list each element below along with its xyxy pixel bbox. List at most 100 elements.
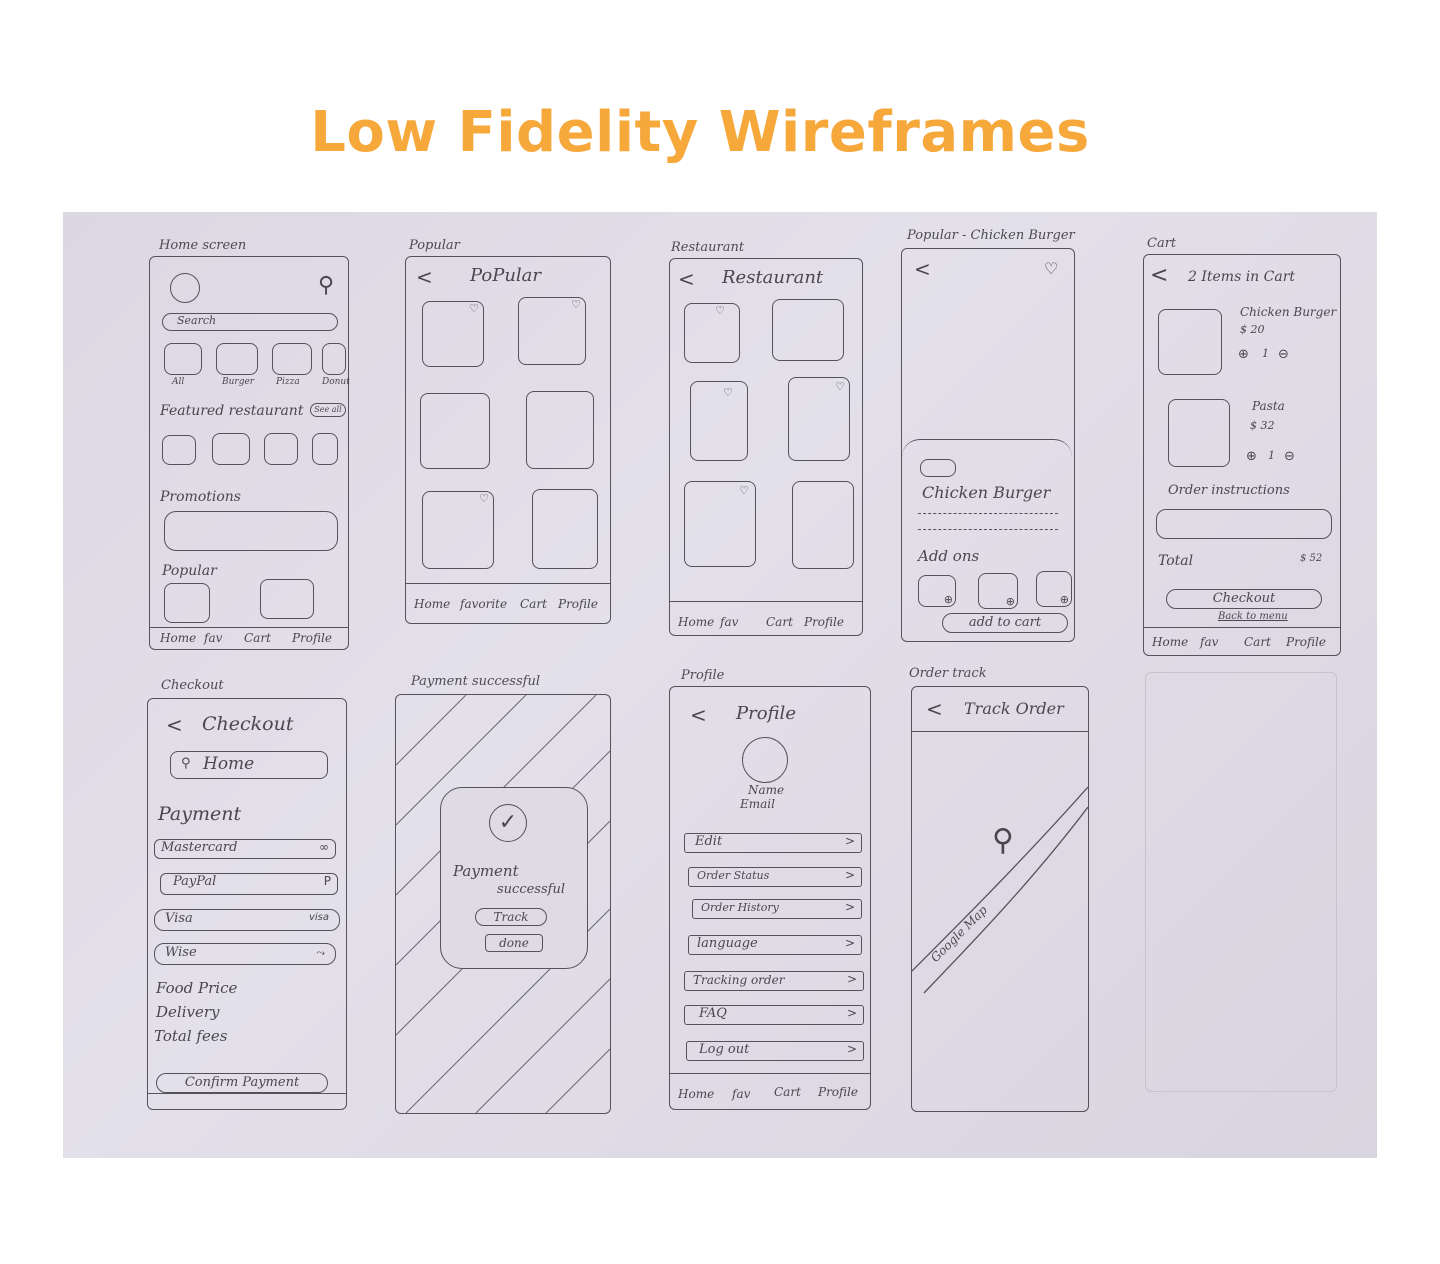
label-order-track: Order track bbox=[909, 666, 987, 681]
nav-cart[interactable]: Cart bbox=[1244, 635, 1271, 649]
addon-card[interactable]: ⊕ bbox=[978, 573, 1018, 609]
popular-card[interactable] bbox=[260, 579, 314, 619]
add-to-cart-button[interactable]: add to cart bbox=[942, 613, 1068, 633]
search-input[interactable]: Search bbox=[162, 313, 338, 331]
plus-icon[interactable]: ⊕ bbox=[1238, 347, 1249, 362]
nav-home[interactable]: Home bbox=[1152, 635, 1189, 649]
screen-title: Profile bbox=[736, 703, 796, 724]
nav-fav[interactable]: fav bbox=[720, 615, 739, 629]
nav-profile[interactable]: Profile bbox=[558, 597, 598, 611]
food-card[interactable] bbox=[526, 391, 594, 469]
category-donut[interactable] bbox=[322, 343, 346, 375]
confirm-payment-button[interactable]: Confirm Payment bbox=[156, 1073, 328, 1093]
back-icon[interactable]: < bbox=[1150, 263, 1169, 288]
heart-icon[interactable]: ♡ bbox=[739, 484, 749, 497]
addon-card[interactable]: ⊕ bbox=[918, 575, 956, 607]
profile-email: Email bbox=[740, 797, 775, 811]
profile-menu-item[interactable]: Order Status> bbox=[688, 867, 862, 887]
heart-icon[interactable]: ♡ bbox=[723, 386, 733, 399]
food-card[interactable]: ♡ bbox=[518, 297, 586, 365]
payment-option-wise[interactable]: Wise ⤳ bbox=[154, 943, 336, 965]
profile-menu-item[interactable]: Edit> bbox=[684, 833, 862, 853]
nav-home[interactable]: Home bbox=[678, 1087, 715, 1101]
heart-icon[interactable]: ♡ bbox=[835, 380, 845, 393]
restaurant-card[interactable]: ♡ bbox=[684, 481, 756, 567]
minus-icon[interactable]: ⊖ bbox=[1278, 347, 1289, 362]
heart-icon[interactable]: ♡ bbox=[715, 304, 725, 317]
heart-icon[interactable]: ♡ bbox=[571, 298, 581, 311]
category-pizza[interactable] bbox=[272, 343, 312, 375]
heart-icon[interactable]: ♡ bbox=[1044, 259, 1059, 278]
featured-card[interactable] bbox=[264, 433, 298, 465]
promotion-banner[interactable] bbox=[164, 511, 338, 551]
food-card[interactable]: ♡ bbox=[422, 301, 484, 367]
profile-menu-item[interactable]: Order History> bbox=[692, 899, 862, 919]
profile-menu-item[interactable]: FAQ> bbox=[684, 1005, 864, 1025]
restaurant-card[interactable]: ♡ bbox=[684, 303, 740, 363]
nav-profile[interactable]: Profile bbox=[1286, 635, 1326, 649]
back-icon[interactable]: < bbox=[690, 703, 707, 727]
see-all-button[interactable]: See all bbox=[310, 403, 346, 417]
nav-cart[interactable]: Cart bbox=[774, 1085, 801, 1099]
nav-profile[interactable]: Profile bbox=[818, 1085, 858, 1099]
nav-favorite[interactable]: favorite bbox=[460, 597, 508, 611]
screen-title: 2 Items in Cart bbox=[1188, 269, 1296, 285]
address-field[interactable]: ⚲ Home bbox=[170, 751, 328, 779]
addon-card[interactable]: ⊕ bbox=[1036, 571, 1072, 607]
payment-option-visa[interactable]: Visa visa bbox=[154, 909, 340, 931]
payment-option-paypal[interactable]: PayPal P bbox=[160, 873, 338, 895]
track-button[interactable]: Track bbox=[475, 908, 547, 926]
map-road bbox=[912, 786, 1088, 972]
phone-order-track: < Track Order ⚲ Google Map bbox=[911, 686, 1089, 1112]
profile-menu-item[interactable]: Tracking order> bbox=[684, 971, 864, 991]
back-icon[interactable]: < bbox=[926, 697, 943, 721]
nav-cart[interactable]: Cart bbox=[244, 631, 271, 645]
avatar[interactable] bbox=[742, 737, 788, 783]
location-pin-icon[interactable]: ⚲ bbox=[992, 823, 1014, 858]
popular-card[interactable] bbox=[164, 583, 210, 623]
nav-cart[interactable]: Cart bbox=[766, 615, 793, 629]
heart-icon[interactable]: ♡ bbox=[479, 492, 489, 505]
nav-home[interactable]: Home bbox=[160, 631, 197, 645]
featured-card[interactable] bbox=[312, 433, 338, 465]
plus-icon[interactable]: ⊕ bbox=[1246, 449, 1257, 464]
back-icon[interactable]: < bbox=[416, 265, 433, 289]
nav-cart[interactable]: Cart bbox=[520, 597, 547, 611]
plus-icon[interactable]: ⊕ bbox=[1059, 593, 1069, 606]
sketch-paper: Home screen ⚲ Search All Burger Pizza Do… bbox=[63, 212, 1377, 1158]
featured-card[interactable] bbox=[162, 435, 196, 465]
restaurant-card[interactable]: ♡ bbox=[788, 377, 850, 461]
payment-option-mastercard[interactable]: Mastercard ∞ bbox=[154, 839, 336, 859]
food-card[interactable] bbox=[420, 393, 490, 469]
instructions-input[interactable] bbox=[1156, 509, 1332, 539]
checkout-button[interactable]: Checkout bbox=[1166, 589, 1322, 609]
profile-menu-item[interactable]: Log out> bbox=[686, 1041, 864, 1061]
featured-card[interactable] bbox=[212, 433, 250, 465]
minus-icon[interactable]: ⊖ bbox=[1284, 449, 1295, 464]
category-burger[interactable] bbox=[216, 343, 258, 375]
nav-home[interactable]: Home bbox=[678, 615, 715, 629]
nav-fav[interactable]: fav bbox=[732, 1087, 751, 1101]
food-card[interactable]: ♡ bbox=[422, 491, 494, 569]
restaurant-card[interactable]: ♡ bbox=[690, 381, 748, 461]
restaurant-card[interactable] bbox=[792, 481, 854, 569]
nav-fav[interactable]: fav bbox=[204, 631, 223, 645]
done-button[interactable]: done bbox=[485, 934, 543, 952]
restaurant-card[interactable] bbox=[772, 299, 844, 361]
profile-menu-item[interactable]: language> bbox=[688, 935, 862, 955]
back-icon[interactable]: < bbox=[678, 267, 695, 291]
location-pin-icon[interactable]: ⚲ bbox=[318, 273, 335, 298]
plus-icon[interactable]: ⊕ bbox=[1005, 595, 1015, 608]
plus-icon[interactable]: ⊕ bbox=[943, 593, 953, 606]
category-all[interactable] bbox=[164, 343, 202, 375]
nav-home[interactable]: Home bbox=[414, 597, 451, 611]
back-to-menu-link[interactable]: Back to menu bbox=[1218, 611, 1288, 622]
avatar[interactable] bbox=[170, 273, 200, 303]
nav-profile[interactable]: Profile bbox=[804, 615, 844, 629]
back-icon[interactable]: < bbox=[914, 257, 931, 281]
nav-fav[interactable]: fav bbox=[1200, 635, 1219, 649]
back-icon[interactable]: < bbox=[166, 713, 183, 737]
heart-icon[interactable]: ♡ bbox=[469, 302, 479, 315]
nav-profile[interactable]: Profile bbox=[292, 631, 332, 645]
food-card[interactable] bbox=[532, 489, 598, 569]
